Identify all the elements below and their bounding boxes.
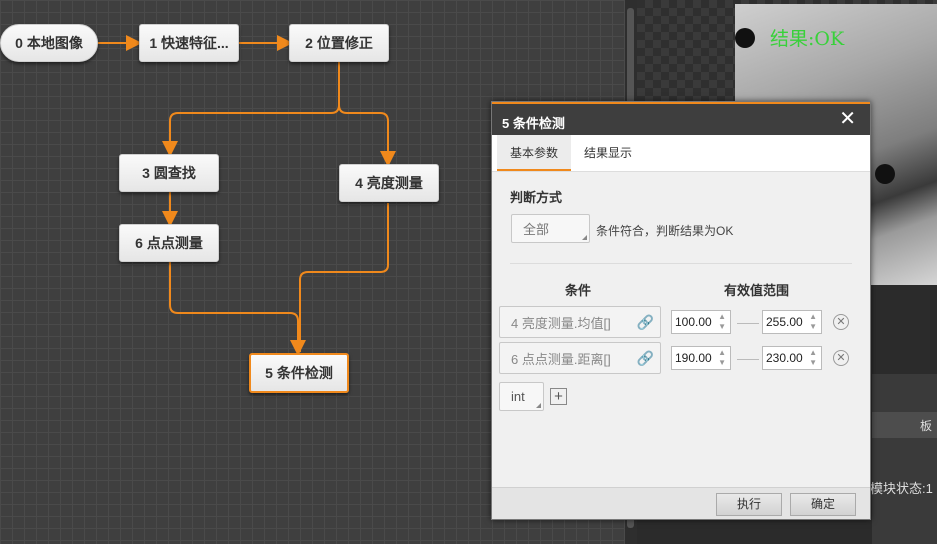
link-6-5 <box>169 262 306 356</box>
flow-node-point-measure[interactable]: 6 点点测量 <box>119 224 219 262</box>
dialog-body: 判断方式 全部 条件符合，判断结果为OK 条件 有效值范围 4 亮度测量.均值[… <box>492 172 870 485</box>
link-2-4 <box>338 104 396 167</box>
spinner-arrows-icon[interactable]: ▲▼ <box>718 312 726 331</box>
min-value-spinner[interactable]: 190.00 ▲▼ <box>671 346 731 370</box>
node-label: 1 快速特征... <box>149 35 229 51</box>
link-4-5 <box>299 203 389 352</box>
execute-button[interactable]: 执行 <box>716 493 782 516</box>
node-label: 5 条件检测 <box>265 365 333 381</box>
range-dash <box>737 323 759 324</box>
condition-source: 4 亮度测量.均值[] <box>511 315 611 331</box>
remove-condition-icon[interactable]: ✕ <box>833 314 849 330</box>
flow-node-fast-feature[interactable]: 1 快速特征... <box>139 24 239 62</box>
node-label: 0 本地图像 <box>15 35 83 51</box>
flow-node-condition-check[interactable]: 5 条件检测 <box>249 353 349 393</box>
node-label: 6 点点测量 <box>135 235 203 251</box>
condition-check-dialog: 5 条件检测 ✕ 基本参数 结果显示 判断方式 全部 条件符合，判断结果为OK … <box>491 101 871 520</box>
divider <box>510 263 852 264</box>
tab-result-display[interactable]: 结果显示 <box>584 146 633 160</box>
link-icon[interactable]: 🔗 <box>636 350 654 366</box>
spinner-arrows-icon[interactable]: ▲▼ <box>809 312 817 331</box>
hole-mark <box>735 28 755 48</box>
flow-node-position-fix[interactable]: 2 位置修正 <box>289 24 389 62</box>
min-value-spinner[interactable]: 100.00 ▲▼ <box>671 310 731 334</box>
max-value-spinner[interactable]: 255.00 ▲▼ <box>762 310 822 334</box>
judge-hint: 条件符合，判断结果为OK <box>596 224 734 238</box>
hole-mark <box>875 164 895 184</box>
node-label: 4 亮度测量 <box>355 175 423 191</box>
condition-source-field[interactable]: 6 点点测量.距离[] 🔗 <box>499 342 661 374</box>
flow-node-brightness[interactable]: 4 亮度测量 <box>339 164 439 202</box>
flow-links <box>98 35 396 356</box>
flow-node-circle-find[interactable]: 3 圆查找 <box>119 154 219 192</box>
max-value-spinner[interactable]: 230.00 ▲▼ <box>762 346 822 370</box>
add-condition-icon[interactable]: + <box>550 388 567 405</box>
condition-source: 6 点点测量.距离[] <box>511 351 611 367</box>
condition-source-field[interactable]: 4 亮度测量.均值[] 🔗 <box>499 306 661 338</box>
node-label: 2 位置修正 <box>305 35 373 51</box>
dialog-tabs: 基本参数 结果显示 <box>492 135 870 172</box>
min-value: 190.00 <box>675 351 712 365</box>
flow-node-local-image[interactable]: 0 本地图像 <box>0 24 98 62</box>
result-text: 结果:OK <box>770 28 845 50</box>
range-dash <box>737 359 759 360</box>
close-icon[interactable]: ✕ <box>839 108 856 130</box>
type-select[interactable]: int <box>499 382 544 411</box>
judge-mode-select[interactable]: 全部 <box>511 214 590 243</box>
tab-basic-params[interactable]: 基本参数 <box>497 135 572 171</box>
max-value: 230.00 <box>766 351 803 365</box>
judge-value: 全部 <box>523 222 550 237</box>
dialog-title: 5 条件检测 <box>502 116 565 131</box>
module-status: 模块状态:1 <box>870 481 933 496</box>
panel-header: 板 <box>872 412 937 438</box>
judge-label: 判断方式 <box>510 190 563 205</box>
remove-condition-icon[interactable]: ✕ <box>833 350 849 366</box>
dialog-titlebar[interactable]: 5 条件检测 ✕ <box>492 102 870 135</box>
min-value: 100.00 <box>675 315 712 329</box>
column-range: 有效值范围 <box>724 283 790 298</box>
link-icon[interactable]: 🔗 <box>636 314 654 330</box>
confirm-button[interactable]: 确定 <box>790 493 856 516</box>
dialog-footer: 执行 确定 <box>492 487 870 519</box>
spinner-arrows-icon[interactable]: ▲▼ <box>809 348 817 367</box>
max-value: 255.00 <box>766 315 803 329</box>
link-2-3 <box>162 62 340 157</box>
node-label: 3 圆查找 <box>142 165 196 181</box>
type-value: int <box>511 389 525 404</box>
module-panel: 板 <box>872 374 937 544</box>
dropdown-corner-icon <box>582 235 587 240</box>
column-condition: 条件 <box>565 283 592 298</box>
spinner-arrows-icon[interactable]: ▲▼ <box>718 348 726 367</box>
dropdown-corner-icon <box>536 403 541 408</box>
